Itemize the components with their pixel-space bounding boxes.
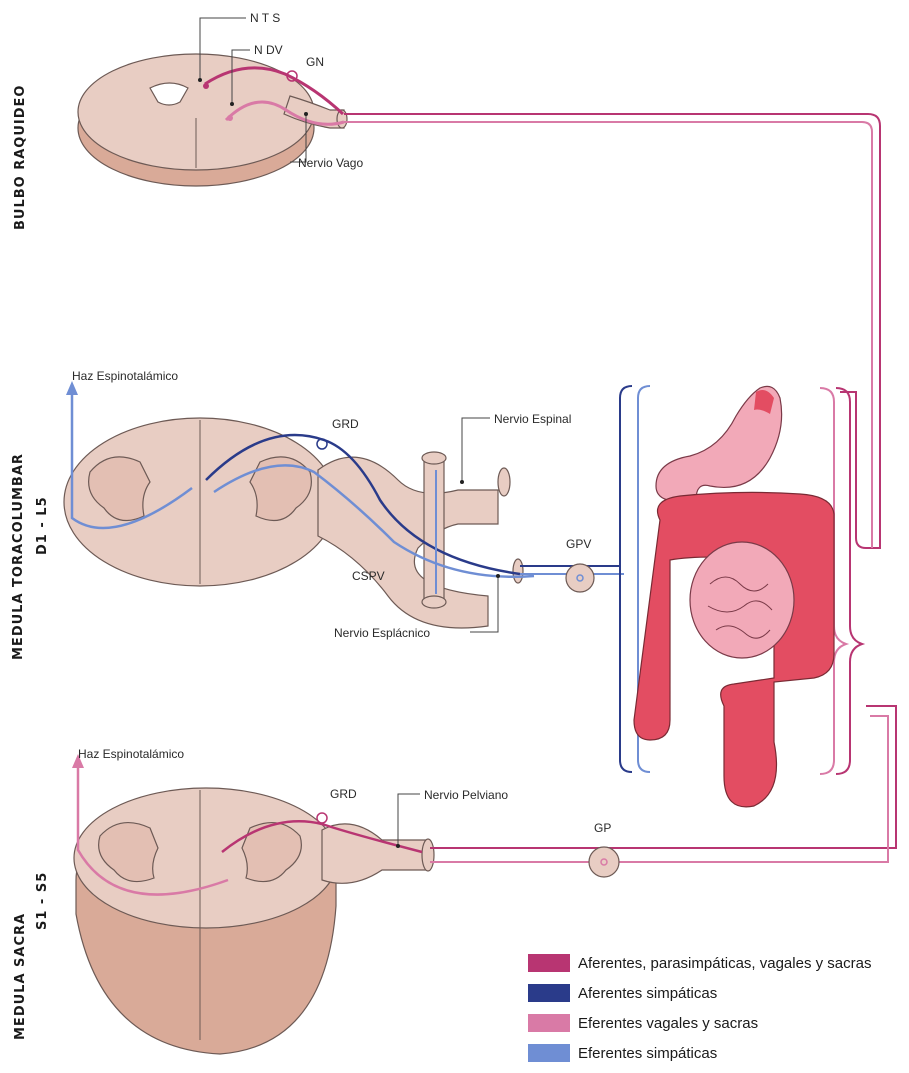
gpv-ganglion: [566, 564, 594, 592]
digestive-organs: [634, 386, 834, 806]
legend-swatch: [528, 1014, 570, 1032]
espinal-leader-dot: [460, 480, 464, 484]
gp-ganglion: [589, 847, 619, 877]
chain-bottom: [422, 596, 446, 608]
pelvic-cut-end: [422, 839, 434, 871]
section-label-sacra-range: S1 - S5: [35, 872, 50, 930]
label-gp: GP: [594, 821, 611, 835]
label-nervio-esplacnico: Nervio Esplácnico: [334, 626, 430, 640]
nts-neuron: [203, 83, 209, 89]
splanchnic-cut-end: [513, 559, 523, 583]
legend-label: Eferentes simpáticas: [578, 1045, 717, 1062]
vago-leader-dot: [304, 112, 308, 116]
legend-label: Aferentes simpáticas: [578, 985, 717, 1002]
legend-swatch: [528, 954, 570, 972]
label-nts: N T S: [250, 11, 280, 25]
medulla-oblongata-section: N T S N DV GN Nervio Vago: [78, 11, 363, 186]
ndv-leader-dot: [230, 102, 234, 106]
sacral-grd-cell: [317, 813, 327, 823]
nts-leader-dot: [198, 78, 202, 82]
legend: Aferentes, parasimpáticas, vagales y sac…: [528, 954, 871, 1062]
ndv-neuron: [227, 115, 233, 121]
espinal-leader: [462, 418, 490, 482]
bracket-blue-outer: [620, 386, 632, 772]
thoracolumbar-section: Haz Espinotalámico GRD Nervio Espinal CS…: [64, 369, 571, 640]
label-cspv: CSPV: [352, 569, 385, 583]
label-grd-2: GRD: [330, 787, 357, 801]
label-haz-1: Haz Espinotalámico: [72, 369, 178, 383]
spinal-nerve-trunk: [318, 457, 498, 628]
small-intestine: [690, 542, 794, 658]
label-nervio-pelviano: Nervio Pelviano: [424, 788, 508, 802]
label-ndv: N DV: [254, 43, 283, 57]
label-nervio-espinal: Nervio Espinal: [494, 412, 571, 426]
section-label-toracolumbar-range: D1 - L5: [35, 496, 50, 555]
label-grd-1: GRD: [332, 417, 359, 431]
legend-label: Eferentes vagales y sacras: [578, 1015, 758, 1032]
label-gn: GN: [306, 55, 324, 69]
pelviano-leader-dot: [396, 844, 400, 848]
legend-swatch: [528, 984, 570, 1002]
esplacnico-leader-dot: [496, 574, 500, 578]
sympathetic-chain: [424, 460, 444, 600]
legend-label: Aferentes, parasimpáticas, vagales y sac…: [578, 955, 871, 972]
spinal-nerve-cut-end: [498, 468, 510, 496]
pelvic-nerve-trunk: [322, 824, 426, 883]
label-nervio-vago: Nervio Vago: [298, 156, 363, 170]
section-label-sacra: MEDULA SACRA: [13, 913, 28, 1040]
pelviano-leader: [398, 794, 420, 846]
label-haz-2: Haz Espinotalámico: [78, 747, 184, 761]
legend-swatch: [528, 1044, 570, 1062]
label-gpv: GPV: [566, 537, 591, 551]
sacral-section: Haz Espinotalámico GRD Nervio Pelviano: [72, 747, 508, 1054]
chain-top: [422, 452, 446, 464]
section-label-toracolumbar: MEDULA TORACOLUMBAR: [11, 453, 26, 660]
haz-arrow-head-1: [66, 381, 78, 395]
bracket-pink-outer: [836, 388, 862, 774]
section-label-bulbo: BULBO RAQUIDEO: [13, 85, 28, 230]
